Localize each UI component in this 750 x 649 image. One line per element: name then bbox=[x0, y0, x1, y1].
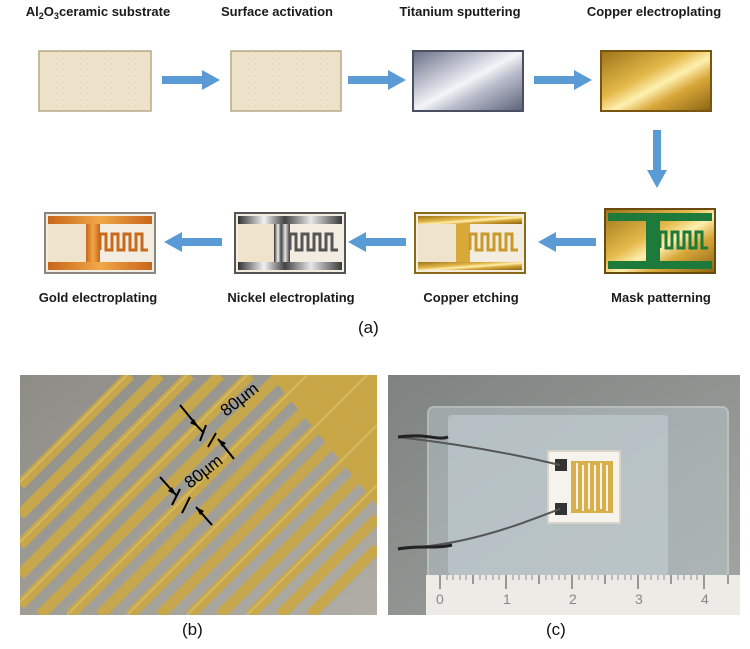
ruler-tick-2: 2 bbox=[569, 591, 577, 607]
tile-ceramic-substrate bbox=[38, 50, 152, 112]
step-label-substrate: Al2O3ceramic substrate bbox=[25, 4, 171, 21]
arrow-right-2 bbox=[348, 70, 406, 90]
ruler-tick-4: 4 bbox=[701, 591, 709, 607]
ruler-tick-3: 3 bbox=[635, 591, 643, 607]
step-label-copper-etching: Copper etching bbox=[423, 290, 519, 305]
micrograph-panel: 80µm 80µm bbox=[20, 375, 377, 615]
arrow-down bbox=[647, 130, 667, 188]
tile-titanium bbox=[412, 50, 524, 112]
arrow-left-1 bbox=[538, 232, 596, 252]
step-label-nickel-electroplating: Nickel electroplating bbox=[227, 290, 355, 305]
arrow-right-1 bbox=[162, 70, 220, 90]
step-label-gold-electroplating: Gold electroplating bbox=[38, 290, 158, 305]
micrograph-image: 80µm 80µm bbox=[20, 375, 377, 615]
step-label-mask-patterning: Mask patterning bbox=[611, 290, 711, 305]
arrow-right-3 bbox=[534, 70, 592, 90]
step-label-titanium-sputtering: Titanium sputtering bbox=[399, 4, 521, 19]
caption-a: (a) bbox=[358, 318, 379, 337]
tile-mask-patterning bbox=[604, 208, 716, 274]
tile-surface-activation bbox=[230, 50, 342, 112]
tile-copper bbox=[600, 50, 712, 112]
ruler-tick-1: 1 bbox=[503, 591, 511, 607]
arrow-left-2 bbox=[348, 232, 406, 252]
device-photo-panel: 0 1 2 3 4 bbox=[388, 375, 740, 615]
tile-nickel bbox=[234, 212, 346, 274]
ruler-tick-0: 0 bbox=[436, 591, 444, 607]
tile-gold bbox=[44, 212, 156, 274]
arrow-left-3 bbox=[164, 232, 222, 252]
device-photo-image: 0 1 2 3 4 bbox=[388, 375, 740, 615]
caption-c: (c) bbox=[546, 620, 566, 639]
tile-copper-etched bbox=[414, 212, 526, 274]
caption-b: (b) bbox=[182, 620, 203, 639]
step-label-copper-electroplating: Copper electroplating bbox=[586, 4, 722, 19]
step-label-surface-activation: Surface activation bbox=[221, 4, 333, 19]
